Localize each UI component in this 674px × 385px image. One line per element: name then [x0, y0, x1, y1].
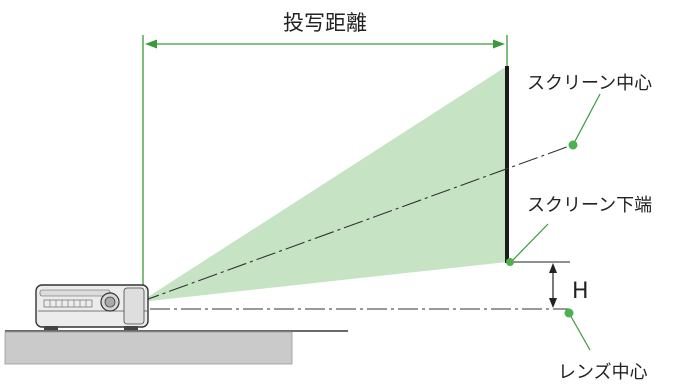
screen-bottom-label: スクリーン下端 — [527, 195, 652, 216]
screen-center-dot — [568, 140, 578, 150]
projector-front — [123, 287, 145, 325]
screen-bottom-leader — [510, 223, 549, 263]
lens-center-dot — [564, 308, 574, 318]
distance-arrow-left — [145, 39, 157, 49]
floor-block — [4, 331, 293, 365]
projector-foot-left — [44, 326, 58, 330]
screen — [505, 66, 509, 263]
screen-bottom-dot — [506, 258, 514, 266]
lens-center-leader — [568, 312, 591, 351]
distance-arrow-right — [493, 39, 505, 49]
lens-to-screen-center-line — [139, 143, 576, 303]
height-label: H — [572, 279, 589, 304]
projection-beam — [140, 66, 507, 302]
projector-lens — [104, 296, 116, 308]
projector-foot-right — [124, 326, 138, 330]
distance-label: 投写距離 — [283, 11, 367, 35]
height-arrow-bottom — [549, 298, 557, 308]
projector — [35, 284, 149, 330]
height-arrow-top — [549, 263, 557, 273]
screen-center-label: スクリーン中心 — [527, 73, 652, 94]
screen-center-leader — [572, 93, 601, 146]
lens-center-label: レンズ中心 — [558, 362, 648, 383]
projector-top-panel — [39, 289, 111, 297]
floor-top-line — [5, 330, 348, 332]
